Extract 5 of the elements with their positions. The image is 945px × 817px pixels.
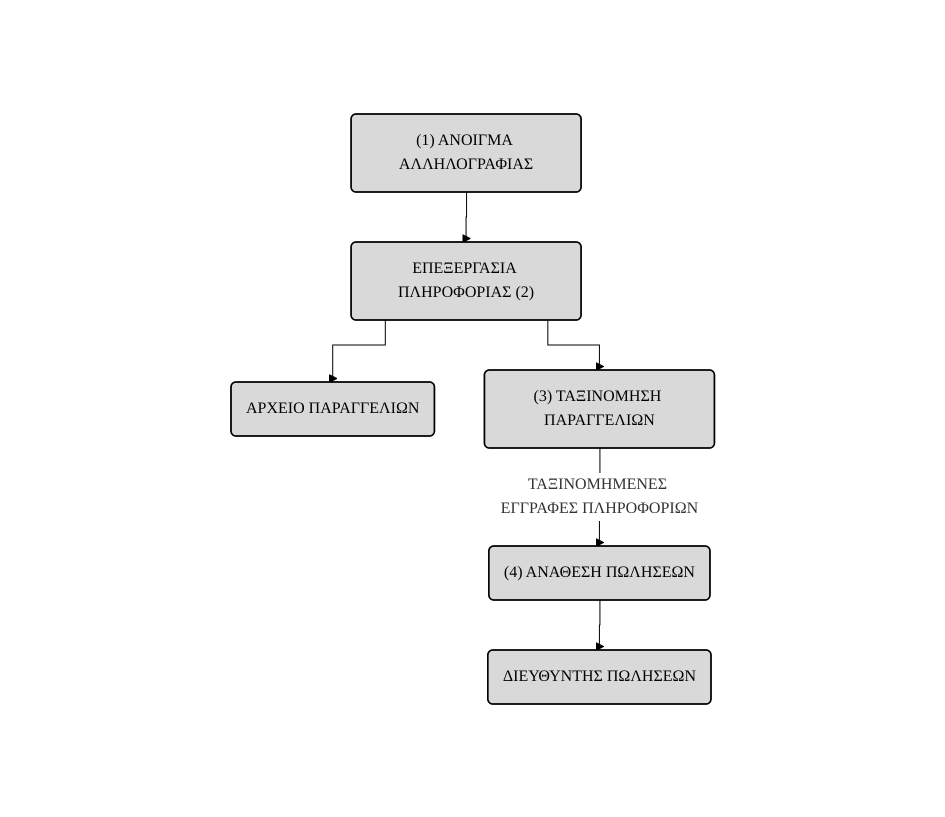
arrow: [462, 192, 471, 242]
arrow: [595, 600, 604, 650]
arrow: [328, 320, 386, 382]
edge-label: ΤΑΞΙΝΟΜΗΜΕΝΕΣ ΕΓΓΡΑΦΕΣ ΠΛΗΡΟΦΟΡΙΩΝ: [500, 476, 698, 516]
arrow: [547, 320, 604, 370]
